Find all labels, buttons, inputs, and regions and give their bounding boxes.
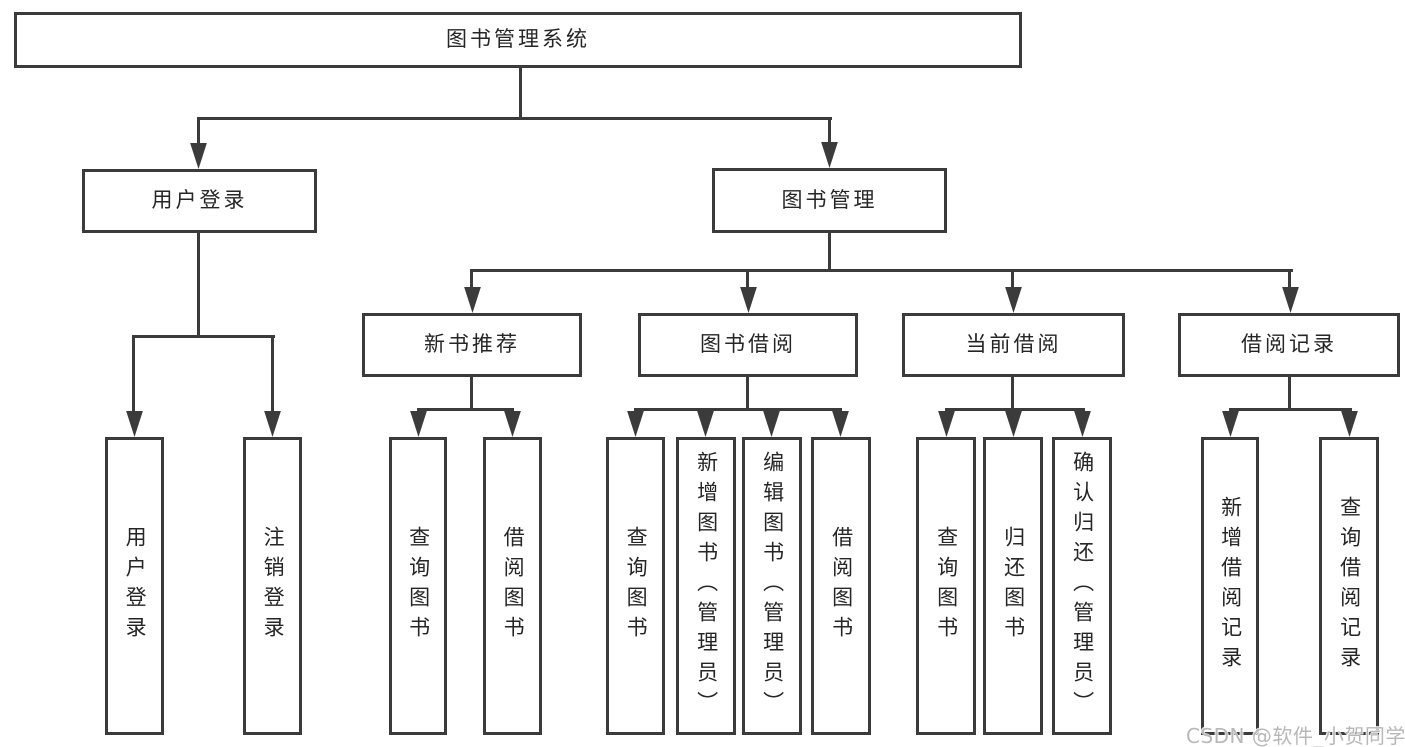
arrowhead: [126, 411, 143, 437]
arrowhead: [821, 142, 838, 168]
arrowhead: [504, 411, 521, 437]
arrowhead: [1005, 411, 1022, 437]
node-user-login: 用户登录: [82, 169, 317, 233]
connector-line: [1288, 269, 1291, 291]
connector-line: [634, 408, 842, 411]
leaf-add-borrow-record: 新增借阅记录: [1201, 437, 1259, 735]
arrowhead: [740, 287, 757, 313]
leaf-query-borrow-record: 查询借阅记录: [1319, 437, 1379, 735]
leaf-query-book-1: 查询图书: [389, 437, 447, 735]
arrowhead: [190, 143, 207, 169]
node-book-management: 图书管理: [712, 168, 947, 233]
connector-line: [197, 117, 832, 120]
connector-line: [1011, 377, 1014, 411]
arrowhead: [1341, 411, 1358, 437]
leaf-confirm-return-admin: 确认归还（管理员）: [1052, 437, 1112, 735]
connector-line: [132, 335, 275, 338]
leaf-borrow-book-2: 借阅图书: [811, 437, 871, 735]
arrowhead: [832, 411, 849, 437]
leaf-return-book: 归还图书: [983, 437, 1043, 735]
leaf-borrow-book-1: 借阅图书: [483, 437, 542, 735]
connector-line: [828, 117, 831, 146]
node-new-book-recommend: 新书推荐: [362, 313, 582, 377]
connector-line: [945, 408, 1085, 411]
arrowhead: [1005, 287, 1022, 313]
arrowhead: [410, 411, 427, 437]
arrowhead: [264, 411, 281, 437]
arrowhead: [1282, 287, 1299, 313]
connector-line: [471, 269, 1293, 272]
leaf-edit-book-admin: 编辑图书（管理员）: [742, 437, 802, 735]
connector-line: [271, 335, 274, 415]
connector-line: [1229, 408, 1352, 411]
connector-line: [746, 377, 749, 411]
node-borrow-records: 借阅记录: [1178, 313, 1400, 377]
connector-line: [470, 377, 473, 411]
connector-line: [1011, 269, 1014, 291]
connector-line: [197, 233, 200, 337]
connector-line: [197, 117, 200, 147]
node-current-borrow: 当前借阅: [902, 313, 1125, 377]
connector-line: [417, 408, 514, 411]
connector-line: [1288, 377, 1291, 411]
connector-line: [519, 68, 522, 120]
arrowhead: [627, 411, 644, 437]
leaf-logout: 注销登录: [243, 437, 302, 735]
leaf-query-book-2: 查询图书: [606, 437, 665, 735]
leaf-query-book-3: 查询图书: [916, 437, 976, 735]
connector-line: [132, 335, 135, 415]
connector-line: [470, 269, 473, 291]
arrowhead: [763, 411, 780, 437]
node-book-borrow: 图书借阅: [638, 313, 858, 377]
leaf-user-login: 用户登录: [105, 437, 164, 735]
arrowhead: [697, 411, 714, 437]
leaf-add-book-admin: 新增图书（管理员）: [676, 437, 736, 735]
arrowhead: [938, 411, 955, 437]
arrowhead: [464, 287, 481, 313]
connector-line: [828, 233, 831, 271]
watermark: CSDN @软件_小贺同学: [1186, 724, 1405, 747]
arrowhead: [1222, 411, 1239, 437]
connector-line: [746, 269, 749, 291]
node-library-system: 图书管理系统: [14, 12, 1022, 68]
arrowhead: [1074, 411, 1091, 437]
